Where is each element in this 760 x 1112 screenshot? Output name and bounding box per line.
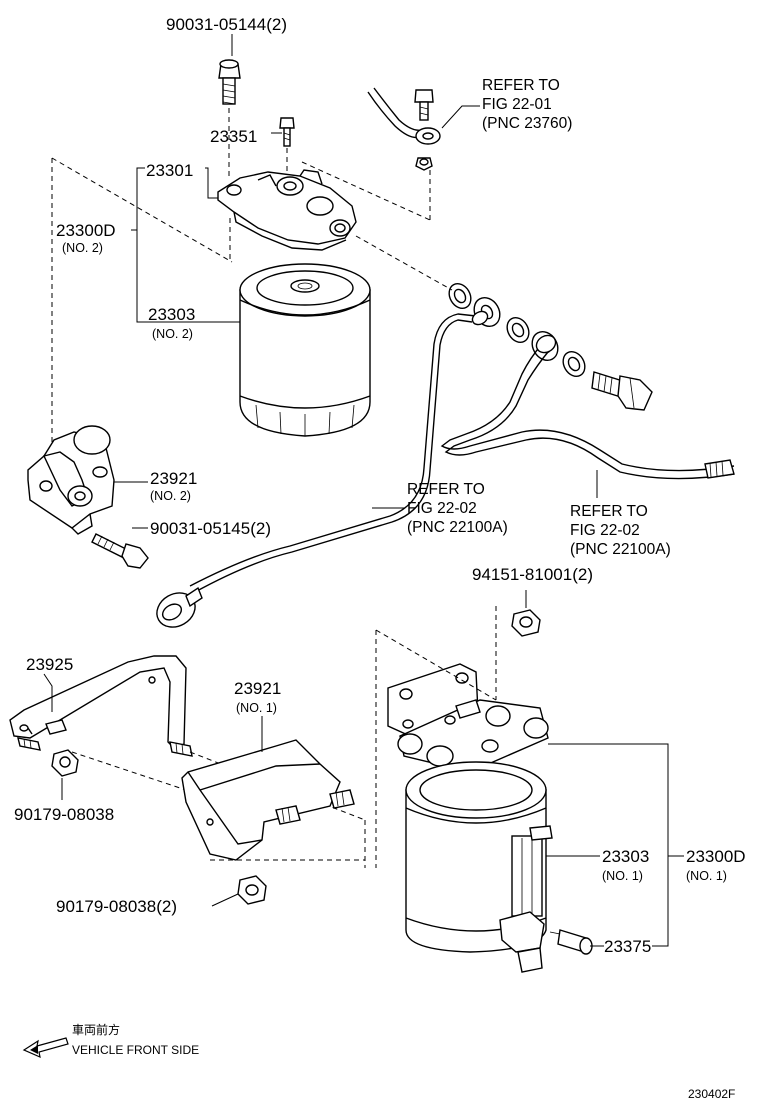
refer-note-3-line3: (PNC 22100A): [570, 541, 671, 558]
label-bracket-23925: 23925: [26, 655, 73, 674]
refer-note-3-line1: REFER TO: [570, 503, 648, 520]
label-bolt-mid: 90031-05145(2): [150, 519, 271, 538]
refer-note-2-line1: REFER TO: [407, 481, 485, 498]
direction-label-en: VEHICLE FRONT SIDE: [72, 1043, 199, 1057]
label-assy-no2-sub: (NO. 2): [62, 241, 103, 255]
nut-single-part: [51, 749, 79, 777]
bracket-23925-part: [9, 655, 193, 757]
label-filter-no1-sub: (NO. 1): [602, 869, 643, 883]
filter-cartridge-no2-part: [239, 263, 371, 437]
label-filter-no2: 23303: [148, 305, 195, 324]
refer-note-1-line2: FIG 22-01: [482, 96, 552, 113]
fuel-pipe-b-part: [440, 334, 735, 480]
arrow-left-icon: [22, 1037, 69, 1059]
label-nut-top-right: 94151-81001(2): [472, 565, 593, 584]
label-filter-no2-sub: (NO. 2): [152, 327, 193, 341]
label-bracket-no2: 23921: [150, 469, 197, 488]
label-bracket-no1: 23921: [234, 679, 281, 698]
fuel-pipe-a-part: [156, 310, 489, 628]
label-nut-single: 90179-08038: [14, 805, 114, 824]
direction-label-jp: 車両前方: [72, 1022, 120, 1037]
fuel-line-top-part: [367, 87, 441, 171]
refer-note-2-line3: (PNC 22100A): [407, 519, 508, 536]
refer-note-3-line2: FIG 22-02: [570, 522, 640, 539]
bolt-top-part: [218, 59, 241, 105]
filter-assy-no1-part: [387, 663, 593, 973]
refer-note-1-line1: REFER TO: [482, 77, 560, 94]
label-assy-no1-sub: (NO. 1): [686, 869, 727, 883]
bracket-23921-no2-part: [27, 425, 115, 535]
label-bolt-top: 90031-05144(2): [166, 15, 287, 34]
label-screw-23351: 23351: [210, 127, 257, 146]
label-filter-no1: 23303: [602, 847, 649, 866]
refer-note-1-line3: (PNC 23760): [482, 115, 572, 132]
screw-23351-part: [279, 117, 295, 147]
label-nut-pair: 90179-08038(2): [56, 897, 177, 916]
washers-banjo-part: [448, 282, 653, 411]
nut-94151-part: [511, 609, 541, 637]
refer-note-2-line2: FIG 22-02: [407, 500, 477, 517]
filter-head-23301-part: [217, 169, 357, 251]
label-assy-no1: 23300D: [686, 847, 746, 866]
label-bracket-no2-sub: (NO. 2): [150, 489, 191, 503]
label-head-23301: 23301: [146, 161, 193, 180]
label-bracket-no1-sub: (NO. 1): [236, 701, 277, 715]
figure-code: 230402F: [688, 1087, 735, 1101]
bracket-23921-no1-part: [181, 739, 355, 861]
bolt-mid-part: [91, 533, 149, 569]
nut-pair-part: [237, 875, 267, 905]
label-switch-23375: 23375: [604, 937, 651, 956]
label-assy-no2: 23300D: [56, 221, 116, 240]
